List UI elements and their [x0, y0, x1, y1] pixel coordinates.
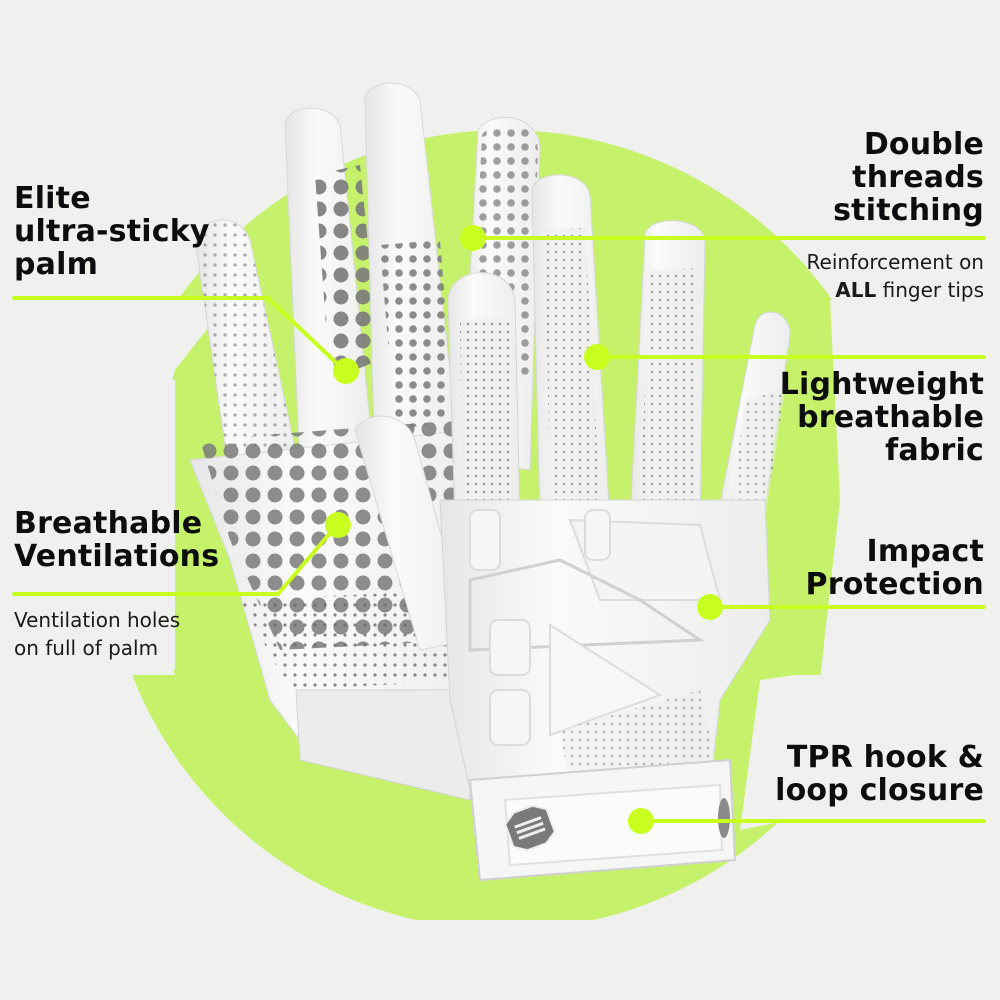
feature-title-impact: Impact Protection [805, 534, 984, 602]
callout-dot-fabric [584, 344, 610, 370]
callout-lines [12, 236, 986, 823]
callout-dot-closure [628, 808, 654, 834]
feature-desc-stitching: Reinforcement on ALL finger tips [806, 250, 984, 302]
feature-title-stitching: Double threads stitching [833, 127, 984, 228]
callout-dot-stitching [460, 225, 486, 251]
callout-dot-ventilation [325, 512, 351, 538]
callout-dot-palm [333, 358, 359, 384]
feature-title-fabric: Lightweight breathable fabric [779, 367, 984, 468]
callout-dot-impact [697, 594, 723, 620]
callout-dots [325, 225, 723, 834]
wrist-logo [504, 804, 556, 852]
feature-title-ventilation: Breathable Ventilations [14, 506, 220, 574]
feature-title-palm: Elite ultra-sticky palm [14, 181, 210, 282]
feature-title-closure: TPR hook & loop closure [775, 740, 984, 808]
right-glove-back [354, 174, 791, 882]
feature-desc-ventilation: Ventilation holes on full of palm [14, 608, 181, 660]
